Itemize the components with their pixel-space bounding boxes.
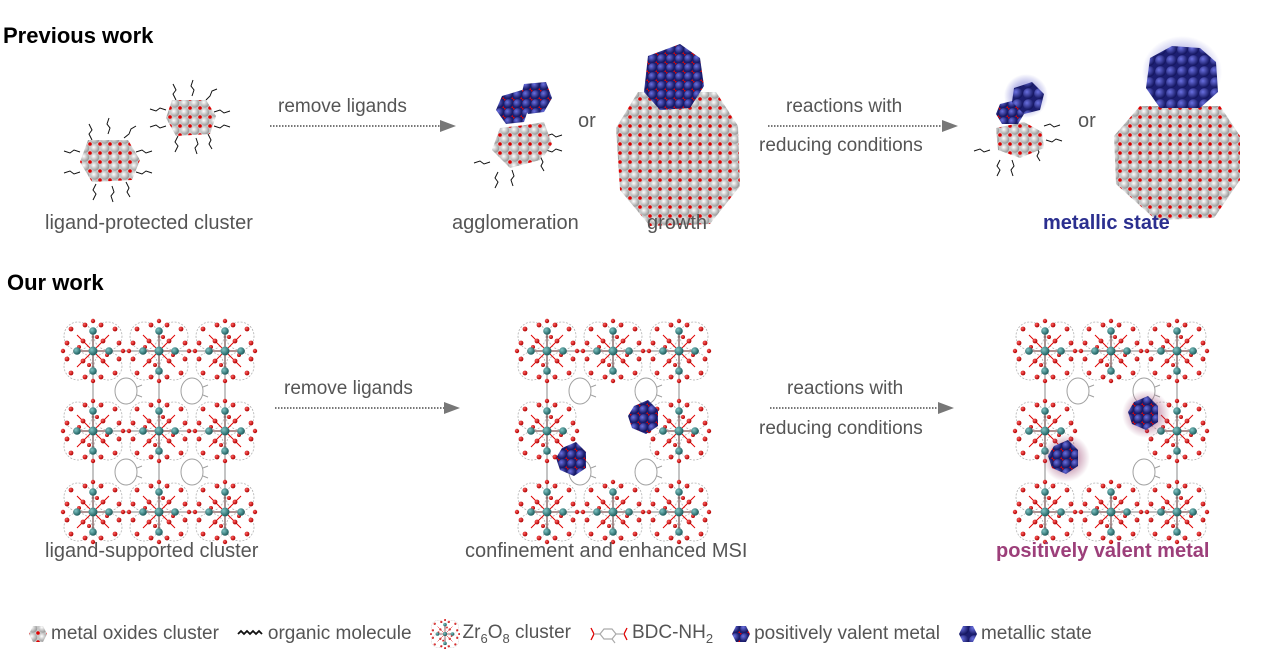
legend-item-metallic-state: metallic state xyxy=(958,623,1092,645)
arrow-label-reactions-line1-previous: reactions with xyxy=(786,96,903,117)
our-work-heading: Our work xyxy=(7,270,104,295)
caption-ligand-protected-cluster: ligand-protected cluster xyxy=(45,212,253,234)
caption-ligand-supported-cluster: ligand-supported cluster xyxy=(45,540,259,562)
mof-ligand-supported xyxy=(60,318,258,545)
arrow-label-remove-ligands-previous: remove ligands xyxy=(278,96,407,117)
arrow-remove-ligands-previous xyxy=(270,120,456,132)
ligand-protected-cluster-small xyxy=(63,117,153,203)
legend-item-bdc-nh2: BDC-NH2 xyxy=(589,622,713,646)
legend: metal oxides cluster organic molecule Zr… xyxy=(28,616,1258,652)
legend-label-organic-molecule: organic molecule xyxy=(267,623,412,644)
positively-valent-metal-icon xyxy=(732,626,751,642)
caption-positively-valent-metal: positively valent metal xyxy=(996,540,1210,562)
metallic-growth-illustration xyxy=(1114,36,1240,220)
caption-metallic-state: metallic state xyxy=(1043,212,1170,234)
metal-oxides-cluster-icon xyxy=(29,626,47,642)
mof-positively-valent xyxy=(1012,318,1210,545)
legend-label-metal-oxides: metal oxides cluster xyxy=(51,623,219,644)
arrow-reactions-ours xyxy=(770,402,954,414)
legend-item-zr-cluster: Zr6O8 cluster xyxy=(429,619,571,649)
metallic-state-icon xyxy=(958,626,977,642)
caption-agglomeration: agglomeration xyxy=(452,212,579,234)
legend-item-metal-oxides: metal oxides cluster xyxy=(28,623,219,645)
zr6o8-cluster-icon xyxy=(429,619,460,649)
legend-label-metallic-state: metallic state xyxy=(980,623,1092,644)
arrow-remove-ligands-ours xyxy=(275,402,460,414)
legend-item-organic-molecule: organic molecule xyxy=(237,623,412,645)
legend-label-positively-valent: positively valent metal xyxy=(754,623,940,644)
caption-confinement: confinement and enhanced MSI xyxy=(465,540,748,562)
ligand-protected-cluster-large xyxy=(149,79,231,155)
bdc-nh2-linker-icon xyxy=(590,627,628,644)
wavy-ligand-icon xyxy=(237,629,263,636)
mof-confinement xyxy=(514,318,712,545)
or-label-previous-1: or xyxy=(578,110,596,132)
arrow-label-reactions-line2-ours: reducing conditions xyxy=(759,418,923,439)
arrow-label-reactions-line2-previous: reducing conditions xyxy=(759,135,923,156)
agglomeration-illustration xyxy=(473,82,563,189)
legend-item-positively-valent: positively valent metal xyxy=(731,623,940,645)
legend-label-bdc-nh2: BDC-NH2 xyxy=(631,622,714,646)
previous-work-heading: Previous work xyxy=(3,23,154,48)
growth-illustration xyxy=(616,44,740,226)
arrow-label-remove-ligands-ours: remove ligands xyxy=(284,378,413,399)
legend-label-zr-cluster: Zr6O8 cluster xyxy=(462,622,571,646)
arrow-label-reactions-line1-ours: reactions with xyxy=(787,378,904,399)
metallic-agglomeration-illustration xyxy=(973,74,1063,177)
or-label-previous-2: or xyxy=(1078,110,1096,132)
caption-growth: growth xyxy=(647,212,708,234)
arrow-reactions-previous xyxy=(768,120,958,132)
